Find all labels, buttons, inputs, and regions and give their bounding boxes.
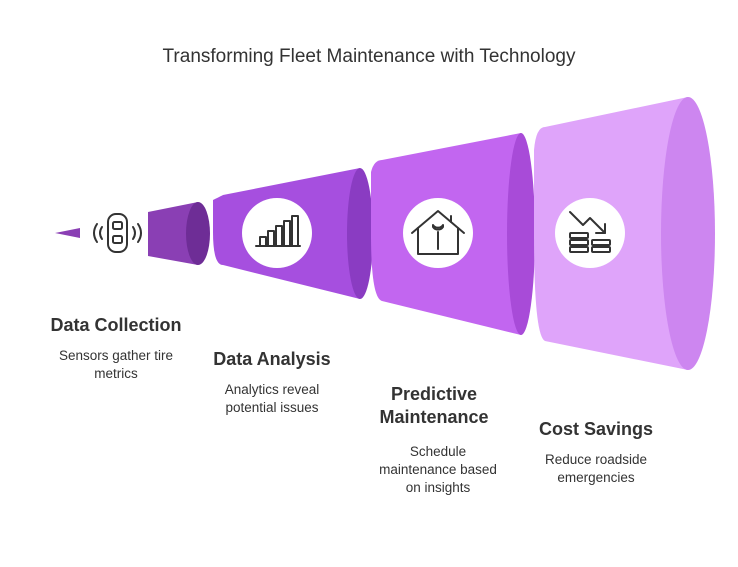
funnel-tip [55,228,80,238]
coins-down-arrow-icon [555,198,625,268]
stage-description-data-collection: Sensors gather tire metrics [58,348,174,381]
stage-description-predictive-maintenance: Schedule maintenance based on insights [379,444,497,495]
vehicle-sensor-icon [93,213,142,253]
stage-heading-line-1: Predictive [390,384,478,404]
house-wrench-icon [403,198,473,268]
stage-heading-line-2: Maintenance [379,407,489,427]
stage-heading-cost-savings: Cost Savings [538,419,654,439]
stage-heading-data-analysis: Data Analysis [213,349,331,369]
stage-description-data-analysis: Analytics reveal potential issues [224,382,320,415]
diagram-title: Transforming Fleet Maintenance with Tech… [162,46,576,67]
funnel-segment-1 [148,202,210,265]
stage-description-cost-savings: Reduce roadside emergencies [544,452,648,485]
bar-chart-icon [242,198,312,268]
stage-heading-predictive-maintenance: Predictive Maintenance [358,383,510,429]
stage-heading-data-collection: Data Collection [50,315,182,335]
